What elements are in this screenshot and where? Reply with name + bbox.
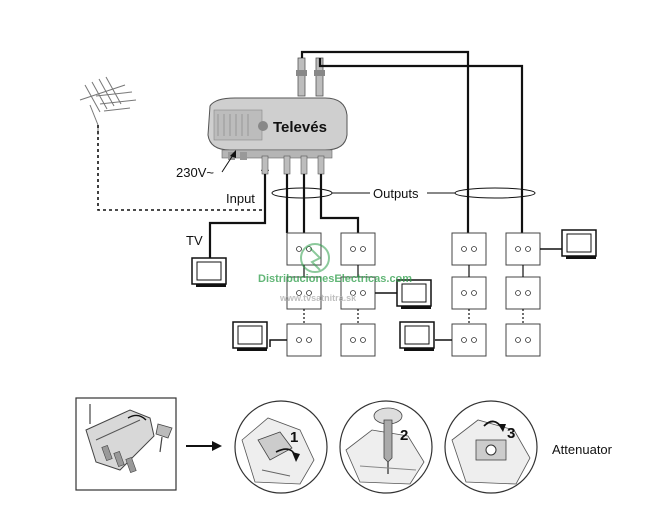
output-cables <box>208 50 524 258</box>
watermark-line-1: DistribucionesElectricas.com <box>258 273 412 285</box>
brand-name: Televés <box>273 119 327 136</box>
step-1-number: 1 <box>290 429 298 446</box>
arrow-right-icon <box>186 441 222 451</box>
tv-icon <box>561 229 597 259</box>
step-3-number: 3 <box>507 425 515 442</box>
amplifier <box>207 57 348 175</box>
input-label: Input <box>226 191 255 206</box>
attenuator-label: Attenuator <box>552 442 613 457</box>
watermark-logo <box>300 243 330 273</box>
tv-icon <box>399 321 435 351</box>
outlet-links <box>303 265 524 277</box>
watermark-line-2: www.tvsatnitra.sk <box>279 293 357 303</box>
antenna-icon <box>79 76 137 135</box>
tv-icon <box>232 321 268 351</box>
step-1-illustration <box>234 400 328 494</box>
power-label: 230V~ <box>176 165 214 180</box>
tv-icon <box>396 279 432 309</box>
step-2-number: 2 <box>400 427 408 444</box>
step-2-illustration <box>339 400 433 494</box>
outputs-label: Outputs <box>373 186 419 201</box>
outputs-group-left <box>271 187 333 199</box>
amplifier-mounting-illustration <box>75 397 177 491</box>
tv-icon <box>191 257 227 287</box>
tv-label: TV <box>186 233 203 248</box>
tv-cables <box>269 248 562 347</box>
outlet-links-dotted <box>303 309 524 324</box>
step-3-illustration <box>444 400 538 494</box>
